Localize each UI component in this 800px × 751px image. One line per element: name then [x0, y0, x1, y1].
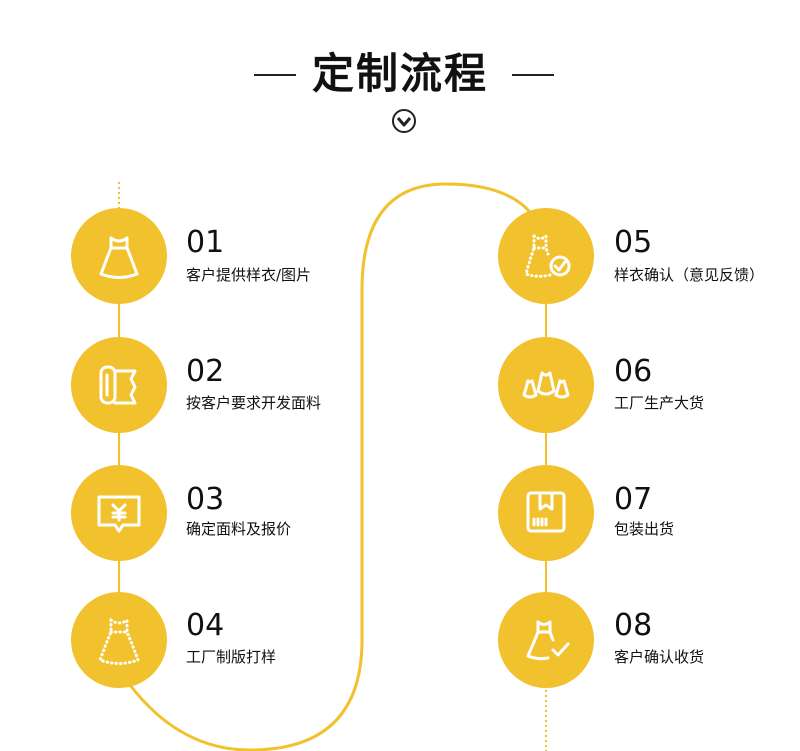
- step-01-number: 01: [186, 225, 225, 260]
- title-divider-right: [512, 74, 554, 76]
- step-08-label: 客户确认收货: [614, 648, 705, 666]
- step-03-circle: [71, 465, 167, 561]
- step-08-circle: [498, 592, 594, 688]
- step-01-label: 客户提供样衣/图片: [186, 266, 312, 284]
- step-02-number: 02: [186, 354, 225, 389]
- step-04-circle: [71, 592, 167, 688]
- step-07-number: 07: [614, 482, 653, 517]
- step-02-label: 按客户要求开发面料: [186, 394, 322, 412]
- step-03-label: 确定面料及报价: [186, 520, 292, 538]
- step-04-label: 工厂制版打样: [186, 648, 277, 666]
- page-title: 定制流程: [311, 49, 488, 98]
- dotted-dress-icon: [98, 618, 140, 665]
- step-06-circle: [498, 337, 594, 433]
- step-06-number: 06: [614, 354, 653, 389]
- step-07-label: 包装出货: [614, 520, 675, 538]
- step-06-label: 工厂生产大货: [614, 394, 705, 412]
- chevron-down-circle-icon: [392, 109, 416, 133]
- step-05-circle: [498, 208, 594, 304]
- step-05-number: 05: [614, 225, 653, 260]
- dress-received-icon: [526, 620, 570, 661]
- package-box-icon: [526, 491, 566, 533]
- step-02-circle: [71, 337, 167, 433]
- step-08-number: 08: [614, 608, 653, 643]
- dress-icon: [99, 236, 139, 279]
- step-01-circle: [71, 208, 167, 304]
- dress-check-icon: [524, 234, 571, 278]
- dresses-production-icon: [522, 371, 570, 399]
- step-04-number: 04: [186, 608, 225, 643]
- step-03-number: 03: [186, 482, 225, 517]
- fabric-roll-icon: [99, 365, 137, 405]
- title-divider-left: [254, 74, 296, 76]
- header: 定制流程: [0, 0, 800, 150]
- step-07-circle: [498, 465, 594, 561]
- price-quote-icon: [97, 495, 141, 533]
- step-05-label: 样衣确认（意见反馈）: [614, 266, 765, 284]
